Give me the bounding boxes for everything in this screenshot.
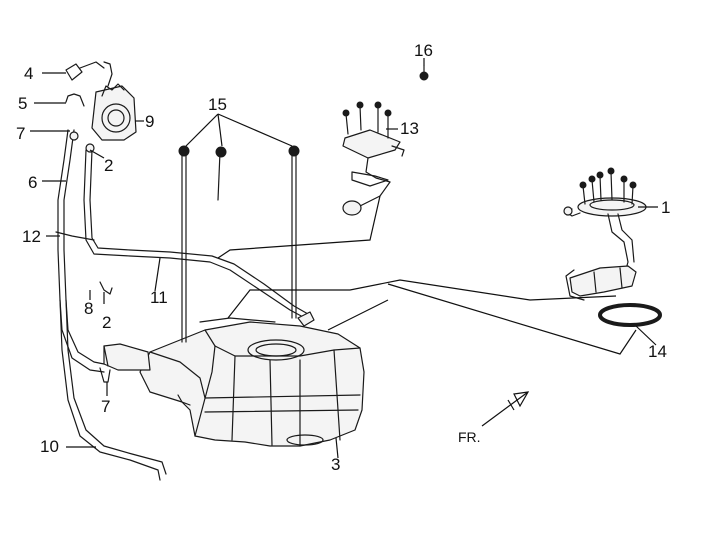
- pump-gasket: [598, 303, 662, 327]
- callout-12: 12: [22, 227, 41, 246]
- callout-10: 10: [40, 437, 59, 456]
- callout-15: 15: [208, 95, 227, 114]
- front-direction-arrow-icon: [481, 391, 530, 427]
- callout-16: 16: [414, 41, 433, 60]
- callout-7-lower: 7: [101, 397, 110, 416]
- callout-2-lower: 2: [102, 313, 111, 332]
- hoses: [55, 61, 315, 481]
- callout-14: 14: [648, 342, 667, 361]
- callout-8: 8: [84, 299, 93, 318]
- pump-bolts: [579, 167, 637, 205]
- fuel-level-sender: [342, 101, 405, 216]
- front-direction-label: FR.: [458, 429, 481, 445]
- callout-2-upper: 2: [104, 156, 113, 175]
- callout-9: 9: [145, 112, 154, 131]
- callout-3: 3: [331, 455, 340, 474]
- callout-4: 4: [24, 64, 33, 83]
- evap-valve: [91, 83, 137, 141]
- fuel-tank: [139, 317, 365, 447]
- callout-5: 5: [18, 94, 27, 113]
- callout-1: 1: [661, 198, 670, 217]
- bolt-16: [419, 65, 429, 81]
- callout-11: 11: [150, 288, 168, 307]
- callout-6: 6: [28, 173, 37, 192]
- callout-7-upper: 7: [16, 124, 25, 143]
- callout-13: 13: [400, 119, 419, 138]
- leader-lines: [30, 58, 658, 459]
- fuel-pump-assembly: [563, 167, 647, 301]
- sender-bolts: [342, 101, 392, 139]
